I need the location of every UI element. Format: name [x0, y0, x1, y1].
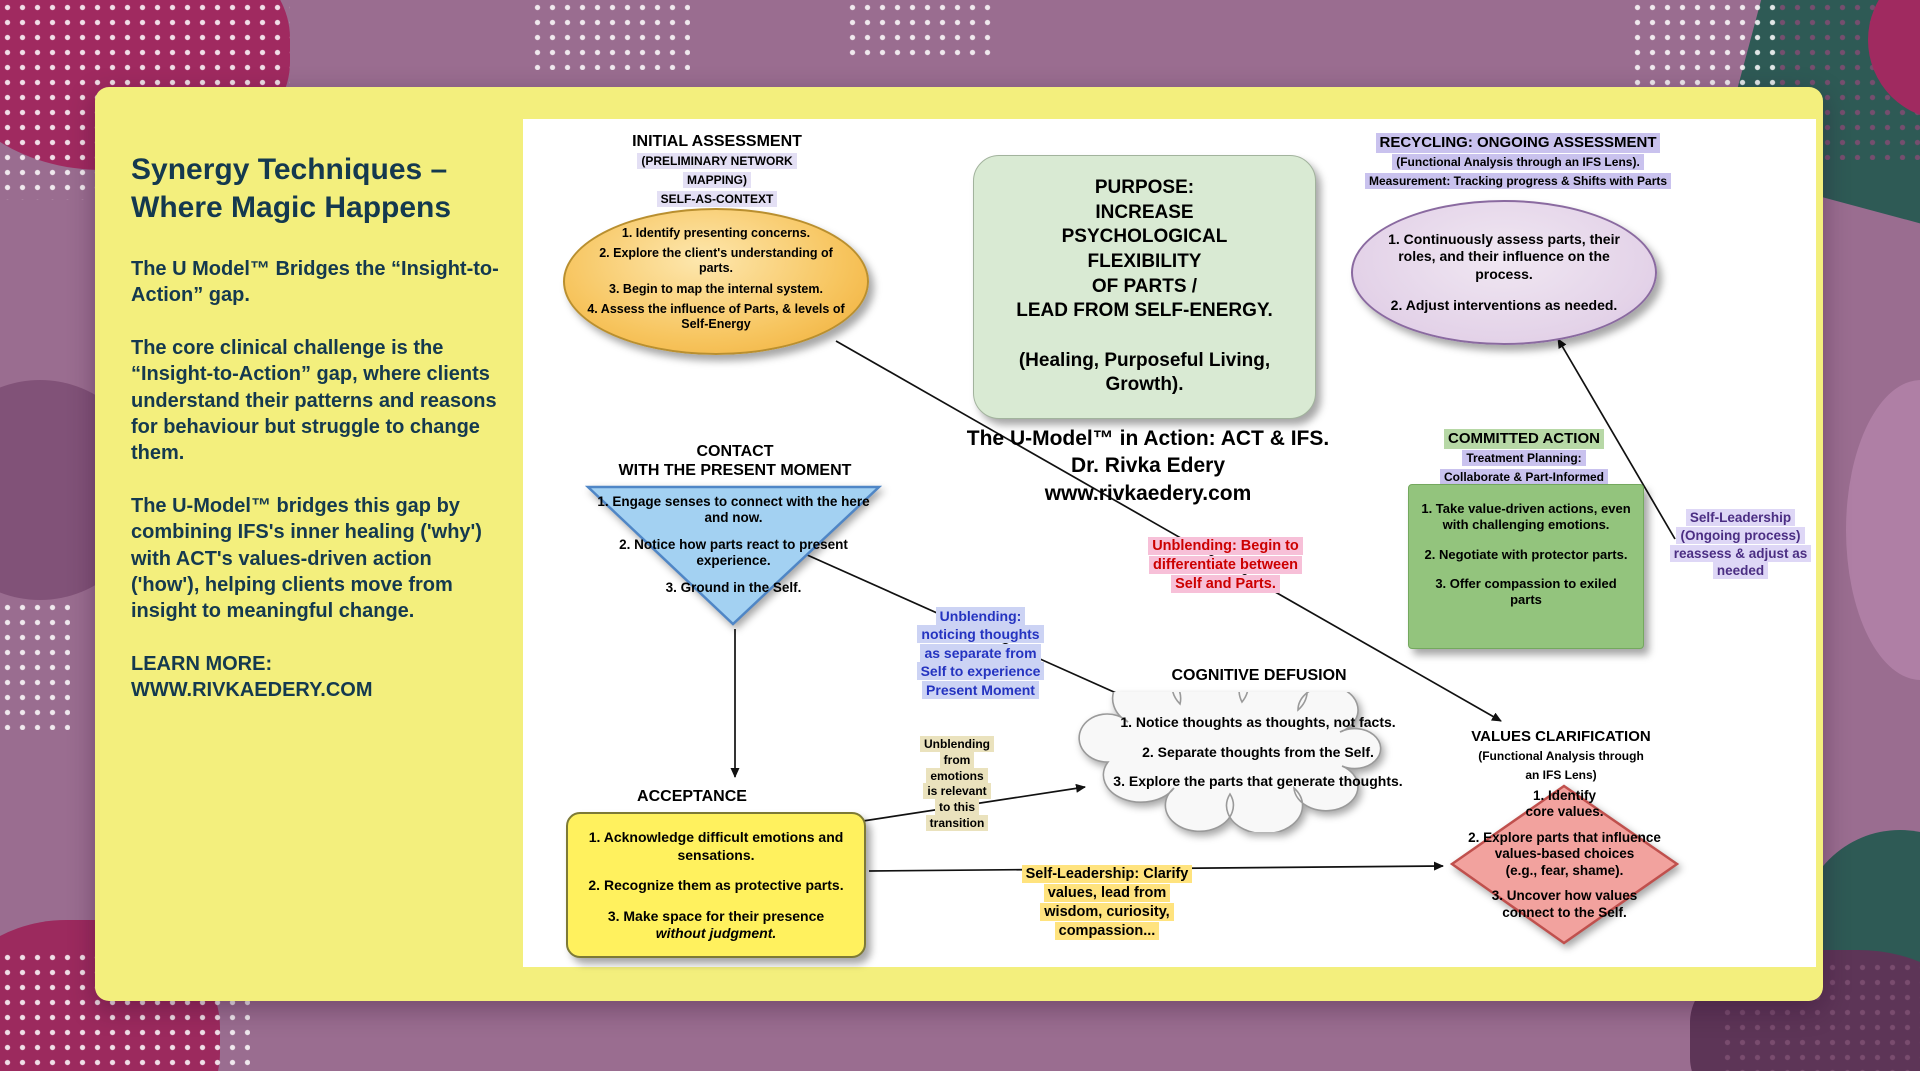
initial-assessment-heading: INITIAL ASSESSMENT (PRELIMINARY NETWORK …	[586, 133, 848, 209]
acceptance-box: 1. Acknowledge difficult emotions and se…	[566, 812, 866, 958]
committed-action-box: 1. Take value-driven actions, even with …	[1408, 484, 1644, 649]
recycling-title: RECYCLING: ONGOING ASSESSMENT	[1375, 133, 1661, 153]
values-diamond: 1. Identify core values. 2. Explore part…	[1449, 784, 1680, 945]
recycling-subtitle-1: (Functional Analysis through an IFS Lens…	[1392, 153, 1644, 170]
sidebar: Synergy Techniques – Where Magic Happens…	[131, 151, 503, 729]
initial-assessment-subtitle-1: (PRELIMINARY NETWORK MAPPING)	[637, 152, 797, 188]
decor-dots-topright	[1630, 0, 1780, 100]
list-item: 2. Notice how parts react to present exp…	[619, 536, 848, 569]
list-item: 2. Explore the client's understanding of…	[599, 246, 833, 276]
initial-assessment-title: INITIAL ASSESSMENT	[632, 133, 802, 150]
self-leadership-clarify-label: Self-Leadership: Clarify values, lead fr…	[1021, 865, 1193, 942]
initial-assessment-ellipse: 1. Identify presenting concerns. 2. Expl…	[563, 208, 869, 355]
cloud-shape	[1078, 692, 1382, 832]
sidebar-paragraph-1: The U Model™ Bridges the “Insight-to-Act…	[131, 258, 499, 307]
list-item: 2. Explore parts that influence values-b…	[1468, 829, 1661, 878]
decor-light-blob-right	[1846, 380, 1920, 680]
list-item: 3. Uncover how values connect to the Sel…	[1491, 888, 1638, 920]
decor-dots-top-b	[845, 0, 995, 60]
list-item: 2. Negotiate with protector parts.	[1424, 546, 1628, 562]
committed-action-subtitle: Treatment Planning: Collaborate & Part-I…	[1439, 449, 1609, 485]
purpose-box: PURPOSE: INCREASE PSYCHOLOGICAL FLEXIBIL…	[973, 155, 1316, 419]
arrow-selfleadership-to-recycling	[1557, 338, 1676, 540]
learn-more-text: LEARN MORE: WWW.RIVKAEDERY.COM	[131, 652, 373, 702]
decor-dots-left	[0, 600, 70, 730]
values-clarification-subtitle: (Functional Analysis through an IFS Lens…	[1478, 748, 1644, 782]
initial-assessment-subtitle-2: SELF-AS-CONTEXT	[656, 190, 778, 207]
cognitive-defusion-cloud: 1. Notice thoughts as thoughts, not fact…	[1078, 692, 1438, 832]
diagram-canvas: INITIAL ASSESSMENT (PRELIMINARY NETWORK …	[523, 119, 1816, 967]
list-item: 3. Offer compassion to exiled parts	[1435, 575, 1617, 607]
recycling-ellipse: 1. Continuously assess parts, their role…	[1351, 200, 1657, 345]
cognitive-defusion-heading: COGNITIVE DEFUSION	[1129, 667, 1389, 686]
list-item: 4. Assess the influence of Parts, & leve…	[587, 301, 845, 331]
list-item: 1. Identify presenting concerns.	[621, 225, 811, 240]
self-leadership-ongoing-label: Self-Leadership (Ongoing process) reasse…	[1658, 509, 1823, 580]
list-item: 3. Explore the parts that generate thoug…	[1113, 773, 1403, 789]
sidebar-paragraph-3: The U-Model™ bridges this gap by combini…	[131, 494, 482, 623]
committed-action-heading: COMMITTED ACTION Treatment Planning: Col…	[1394, 429, 1654, 487]
sidebar-paragraph-2: The core clinical challenge is the “Insi…	[131, 336, 497, 465]
list-item: 2. Adjust interventions as needed.	[1390, 296, 1618, 313]
list-item: 2. Recognize them as protective parts.	[588, 877, 844, 893]
arrow-initial-to-values	[835, 340, 1502, 722]
cognitive-defusion-title: COGNITIVE DEFUSION	[1171, 667, 1347, 684]
values-clarification-heading: VALUES CLARIFICATION (Functional Analysi…	[1431, 728, 1691, 785]
diamond-shape	[1449, 784, 1680, 945]
committed-action-title: COMMITTED ACTION	[1444, 429, 1604, 449]
list-item: 1. Continuously assess parts, their role…	[1388, 231, 1620, 282]
diagram-caption: The U-Model™ in Action: ACT & IFS. Dr. R…	[966, 427, 1330, 505]
list-item: 1. Take value-driven actions, even with …	[1421, 501, 1631, 533]
triangle-shape	[585, 485, 882, 626]
list-item: 1. Notice thoughts as thoughts, not fact…	[1120, 714, 1396, 730]
list-item: 1. Identify core values.	[1525, 788, 1604, 820]
values-clarification-title: VALUES CLARIFICATION	[1471, 728, 1651, 745]
list-item: 3. Ground in the Self.	[665, 579, 802, 595]
list-item: 1. Engage senses to connect with the her…	[597, 494, 870, 526]
list-item: 3. Begin to map the internal system.	[609, 281, 823, 296]
decor-dots-top-a	[530, 0, 690, 70]
recycling-subtitle-2: Measurement: Tracking progress & Shifts …	[1364, 172, 1672, 189]
contact-triangle: 1. Engage senses to connect with the her…	[585, 484, 882, 627]
main-panel: Synergy Techniques – Where Magic Happens…	[95, 87, 1823, 1001]
acceptance-title: ACCEPTANCE	[637, 788, 747, 805]
unblending-parts-label: Unblending: Begin to differentiate betwe…	[1143, 537, 1308, 594]
list-item: 1. Acknowledge difficult emotions and se…	[588, 829, 844, 863]
acceptance-heading: ACCEPTANCE	[562, 788, 822, 807]
list-item: 2. Separate thoughts from the Self.	[1142, 743, 1374, 760]
list-item: 3. Make space for their presence without…	[607, 907, 825, 942]
recycling-heading: RECYCLING: ONGOING ASSESSMENT (Functiona…	[1357, 133, 1679, 191]
purpose-text: PURPOSE: INCREASE PSYCHOLOGICAL FLEXIBIL…	[1016, 176, 1273, 396]
page-title: Synergy Techniques – Where Magic Happens	[131, 153, 452, 224]
contact-title: CONTACT WITH THE PRESENT MOMENT	[618, 443, 852, 479]
unblending-thoughts-label: Unblending: noticing thoughts as separat…	[903, 607, 1058, 699]
unblending-emotions-label: Unblending from emotions is relevant to …	[916, 736, 998, 832]
contact-heading: CONTACT WITH THE PRESENT MOMENT	[605, 443, 865, 481]
